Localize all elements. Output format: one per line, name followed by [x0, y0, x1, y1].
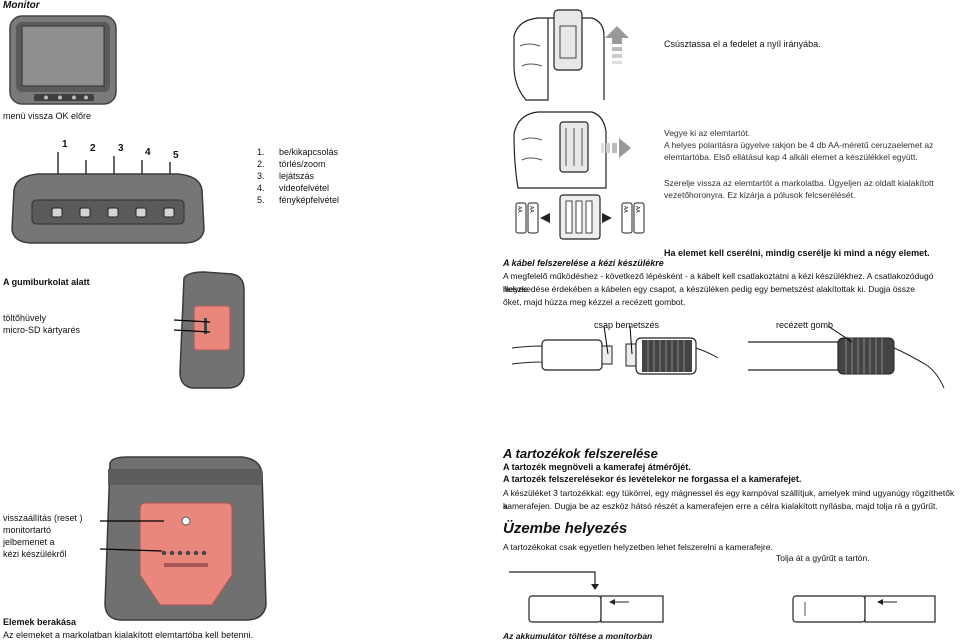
accessories-bold2: A tartozék felszerelésekor és levételeko… — [503, 474, 802, 484]
slide-right-arrow-icon — [600, 136, 632, 160]
legend-item: 1.be/kikapcsolás — [257, 147, 339, 157]
operation-text: A tartozékokat csak egyetlen helyzetben … — [503, 542, 773, 552]
battery-label: AA — [528, 206, 534, 213]
back-panel-line4: kézi készülékről — [3, 549, 67, 559]
cable-text-line3: őket, majd húzza meg kézzel a recézett g… — [503, 297, 686, 307]
accessories-bold1: A tartozék megnöveli a kamerafej átmérőj… — [503, 462, 691, 472]
cable-text-line2: illeszkedése érdekében a kábelen egy csa… — [503, 284, 916, 294]
cable-text-line1: A megfelelő működéshez - következő lépés… — [503, 271, 934, 294]
back-panel-line3: jelbemenet a — [3, 537, 55, 547]
back-panel-line1: visszaállítás (reset ) — [3, 513, 83, 523]
cable-connector-image — [508, 318, 948, 398]
rubber-cover-line1: töltőhüvely — [3, 313, 47, 323]
monitor-back-image — [100, 455, 270, 623]
accessories-text-line1: A készüléket 3 tartozékkal: egy tükörrel… — [503, 488, 955, 511]
callout-2: 2 — [90, 143, 96, 154]
monitor-side-image — [170, 270, 250, 392]
batteries-title: Elemek berakása — [3, 617, 77, 627]
accessories-text-line2: kamerafejen. Dugja be az eszköz hátsó ré… — [503, 501, 938, 511]
camera-head-image — [505, 558, 945, 628]
rubber-cover-title: A gumiburkolat alatt — [3, 277, 90, 287]
battery-label: AA — [634, 206, 640, 213]
operation-title: Üzembe helyezés — [503, 520, 628, 537]
batteries-text: Az elemeket a markolatban kialakított el… — [3, 630, 254, 640]
callout-4: 4 — [145, 147, 151, 158]
step1-text: Csúsztassa el a fedelet a nyíl irányába. — [664, 39, 821, 49]
callout-1: 1 — [62, 139, 68, 150]
charging-title: Az akkumulátor töltése a monitorban — [503, 631, 653, 641]
monitor-top-image — [8, 138, 208, 246]
accessories-title: A tartozékok felszerelése — [503, 446, 658, 461]
ring-note: Tolja át a gyűrűt a tartón. — [776, 553, 870, 563]
step2-line1: Vegye ki az elemtartót. — [664, 128, 750, 138]
button-legend: 1.be/kikapcsolás 2.törlés/zoom 3.lejátsz… — [257, 146, 339, 206]
monitor-title: Monitor — [3, 0, 40, 11]
step3-line2: vezetőhoronyra. Ez kizárja a pólusok fel… — [664, 190, 856, 200]
callout-3: 3 — [118, 143, 124, 154]
legend-item: 5.fényképfelvétel — [257, 195, 340, 205]
back-panel-line2: monitortartó — [3, 525, 52, 535]
monitor-front-image — [8, 14, 118, 106]
rubber-cover-line2: micro-SD kártyarés — [3, 325, 81, 335]
battery-label: AA — [622, 206, 628, 213]
battery-cover-image — [508, 6, 638, 102]
pin-notch-label: csap bemetszés — [594, 320, 660, 330]
batteries-image — [512, 193, 652, 241]
step3-line1: Szerelje vissza az elemtartót a markolat… — [664, 178, 934, 188]
slide-up-arrow-icon — [604, 24, 630, 66]
callout-5: 5 — [173, 150, 179, 161]
battery-warning: Ha elemet kell cserélni, mindig cserélje… — [664, 248, 930, 258]
legend-item: 4.videofelvétel — [257, 183, 330, 193]
legend-item: 2.törlés/zoom — [257, 159, 326, 169]
legend-item: 3.lejátszás — [257, 171, 315, 181]
battery-holder-image — [508, 104, 638, 190]
battery-label: AA — [516, 206, 522, 213]
cable-title: A kábel felszerelése a kézi készülékre — [503, 258, 664, 268]
step2-line2: A helyes polaritásra ügyelve rakjon be 4… — [664, 140, 934, 150]
knurled-knob-label: recézett gomb — [776, 320, 834, 330]
step2-line3: elemtartóba. Első ellátásul kap 4 alkáli… — [664, 152, 918, 162]
monitor-button-caption: menü vissza OK előre — [3, 111, 92, 121]
